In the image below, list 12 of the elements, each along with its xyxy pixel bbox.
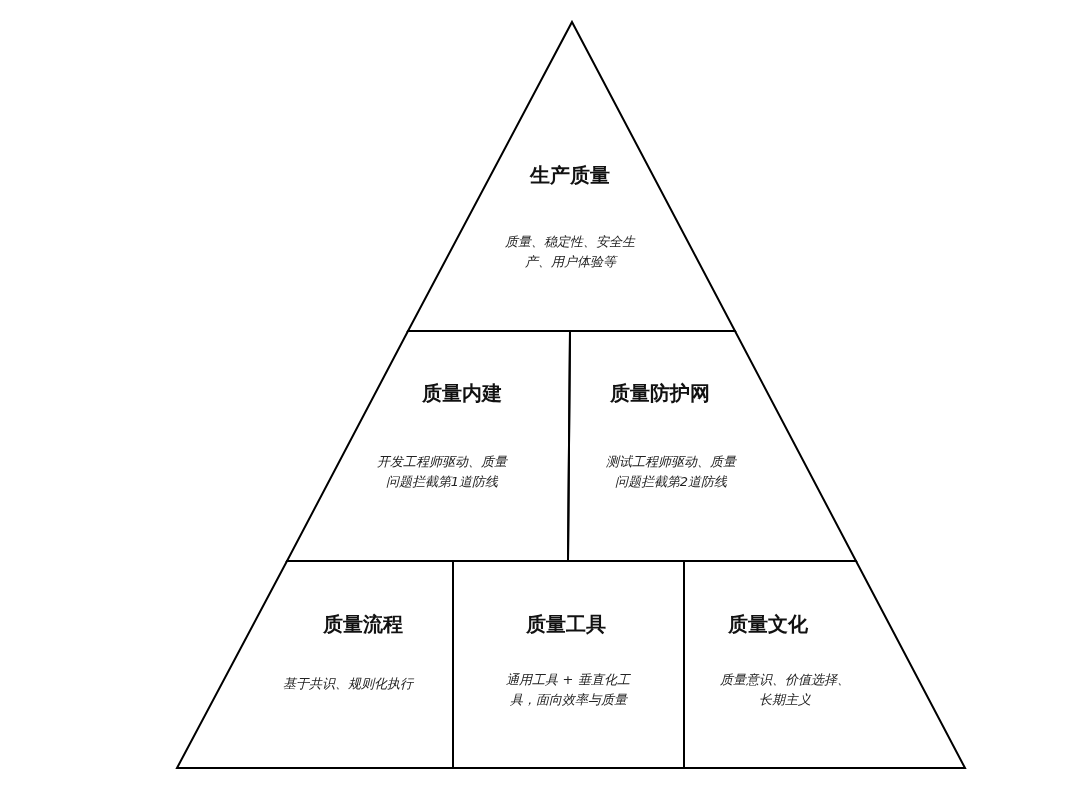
section-heading: 生产质量 — [528, 163, 611, 187]
section-description: 质量、稳定性、安全生产、用户体验等 — [504, 233, 637, 271]
section-description: 基于共识、规则化执行 — [282, 675, 415, 693]
section-description: 通用工具 + 垂直化工具，面向效率与质量 — [505, 671, 632, 709]
section-heading: 质量文化 — [727, 612, 809, 636]
section-heading: 质量工具 — [525, 612, 607, 636]
section-description: 开发工程师驱动、质量问题拦截第1道防线 — [376, 453, 509, 491]
section-description: 质量意识、价值选择、长期主义 — [719, 671, 851, 709]
section-heading: 质量防护网 — [609, 381, 711, 405]
section-description: 测试工程师驱动、质量问题拦截第2道防线 — [605, 453, 738, 491]
section-heading: 质量流程 — [322, 612, 404, 636]
section-heading: 质量内建 — [421, 381, 503, 405]
